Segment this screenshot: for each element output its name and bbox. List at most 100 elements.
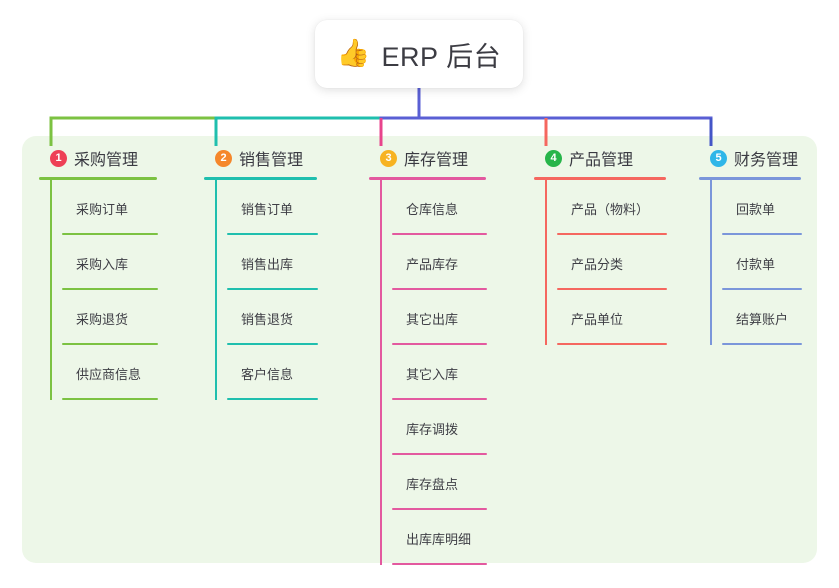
- column-header-4[interactable]: 4 产品管理: [533, 146, 666, 170]
- column-4: 4 产品管理产品（物料） 产品分类产品单位: [533, 146, 667, 345]
- column-underline: [204, 177, 317, 180]
- list-item-label: 采购退货: [76, 312, 129, 327]
- column-header-1[interactable]: 1 采购管理: [38, 146, 157, 170]
- column-spine: [710, 180, 712, 345]
- column-1: 1 采购管理采购订单采购入库采购退货供应商信息: [38, 146, 158, 400]
- column-underline: [39, 177, 157, 180]
- list-item-rule: [557, 288, 667, 290]
- list-item-label: 结算账户: [736, 312, 789, 327]
- column-title: 采购管理: [74, 152, 139, 169]
- list-item-label: 回款单: [736, 202, 776, 217]
- list-item-rule: [392, 233, 487, 235]
- column-underline: [699, 177, 801, 180]
- list-item-label: 采购入库: [76, 257, 129, 272]
- column-5: 5 财务管理回款单付款单结算账户: [698, 146, 802, 345]
- list-item[interactable]: 销售出库: [215, 235, 318, 290]
- list-item-label: 库存盘点: [406, 477, 459, 492]
- column-3: 3 库存管理仓库信息产品库存其它出库其它入库库存调拨库存盘点出库库明细: [368, 146, 487, 565]
- column-items: 产品（物料） 产品分类产品单位: [533, 180, 667, 345]
- column-spine: [545, 180, 547, 345]
- list-item[interactable]: 其它入库: [380, 345, 487, 400]
- list-item-label: 其它出库: [406, 312, 459, 327]
- column-2: 2 销售管理销售订单销售出库销售退货客户信息: [203, 146, 318, 400]
- list-item[interactable]: 供应商信息: [50, 345, 158, 400]
- list-item-label: 客户信息: [241, 367, 294, 382]
- list-item-label: 其它入库: [406, 367, 459, 382]
- list-item-label: 销售退货: [241, 312, 294, 327]
- column-badge-icon: 3: [380, 149, 397, 167]
- column-header-5[interactable]: 5 财务管理: [698, 146, 801, 170]
- list-item-rule: [392, 508, 487, 510]
- column-badge-icon: 5: [710, 149, 727, 167]
- list-item[interactable]: 客户信息: [215, 345, 318, 400]
- root-node-card[interactable]: 👍 ERP 后台: [315, 20, 523, 88]
- column-title: 销售管理: [239, 152, 304, 169]
- list-item[interactable]: 采购订单: [50, 180, 158, 235]
- list-item[interactable]: 采购退货: [50, 290, 158, 345]
- column-spine: [215, 180, 217, 400]
- list-item[interactable]: 回款单: [710, 180, 802, 235]
- list-item-rule: [62, 288, 158, 290]
- list-item[interactable]: 产品分类: [545, 235, 667, 290]
- column-badge-icon: 4: [545, 149, 562, 167]
- list-item[interactable]: 库存盘点: [380, 455, 487, 510]
- column-badge-icon: 1: [50, 149, 67, 167]
- list-item-label: 产品库存: [406, 257, 459, 272]
- column-items: 采购订单采购入库采购退货供应商信息: [38, 180, 158, 400]
- column-items: 仓库信息产品库存其它出库其它入库库存调拨库存盘点出库库明细: [368, 180, 487, 565]
- list-item-label: 付款单: [736, 257, 776, 272]
- root-node-title: ERP 后台: [381, 41, 502, 72]
- list-item-rule: [392, 563, 487, 565]
- list-item-label: 仓库信息: [406, 202, 459, 217]
- column-items: 回款单付款单结算账户: [698, 180, 802, 345]
- column-header-2[interactable]: 2 销售管理: [203, 146, 317, 170]
- list-item[interactable]: 产品库存: [380, 235, 487, 290]
- list-item-label: 库存调拨: [406, 422, 459, 437]
- list-item-rule: [722, 288, 802, 290]
- column-items: 销售订单销售出库销售退货客户信息: [203, 180, 318, 400]
- list-item[interactable]: 库存调拨: [380, 400, 487, 455]
- list-item[interactable]: 销售订单: [215, 180, 318, 235]
- list-item[interactable]: 产品单位: [545, 290, 667, 345]
- column-header-3[interactable]: 3 库存管理: [368, 146, 486, 170]
- list-item-label: 产品（物料）: [571, 202, 650, 217]
- column-title: 库存管理: [404, 152, 469, 169]
- list-item-label: 供应商信息: [76, 367, 142, 382]
- list-item-rule: [227, 288, 318, 290]
- list-item[interactable]: 采购入库: [50, 235, 158, 290]
- list-item-rule: [557, 343, 667, 345]
- list-item-rule: [62, 233, 158, 235]
- list-item-label: 销售订单: [241, 202, 294, 217]
- list-item-rule: [227, 343, 318, 345]
- list-item[interactable]: 产品（物料）: [545, 180, 667, 235]
- column-spine: [380, 180, 382, 565]
- list-item-label: 产品分类: [571, 257, 624, 272]
- list-item-label: 出库库明细: [406, 532, 472, 547]
- list-item[interactable]: 销售退货: [215, 290, 318, 345]
- list-item-rule: [722, 343, 802, 345]
- list-item[interactable]: 其它出库: [380, 290, 487, 345]
- list-item[interactable]: 仓库信息: [380, 180, 487, 235]
- list-item[interactable]: 付款单: [710, 235, 802, 290]
- column-underline: [534, 177, 666, 180]
- column-underline: [369, 177, 486, 180]
- diagram-background-panel: [22, 136, 817, 563]
- list-item-label: 销售出库: [241, 257, 294, 272]
- list-item-rule: [62, 398, 158, 400]
- list-item-rule: [392, 453, 487, 455]
- list-item-rule: [722, 233, 802, 235]
- list-item-label: 采购订单: [76, 202, 129, 217]
- column-title: 财务管理: [734, 152, 799, 169]
- list-item-rule: [557, 233, 667, 235]
- list-item-rule: [392, 343, 487, 345]
- list-item[interactable]: 结算账户: [710, 290, 802, 345]
- list-item-label: 产品单位: [571, 312, 624, 327]
- list-item[interactable]: 出库库明细: [380, 510, 487, 565]
- column-badge-icon: 2: [215, 149, 232, 167]
- list-item-rule: [227, 398, 318, 400]
- column-spine: [50, 180, 52, 400]
- list-item-rule: [392, 398, 487, 400]
- column-title: 产品管理: [569, 152, 634, 169]
